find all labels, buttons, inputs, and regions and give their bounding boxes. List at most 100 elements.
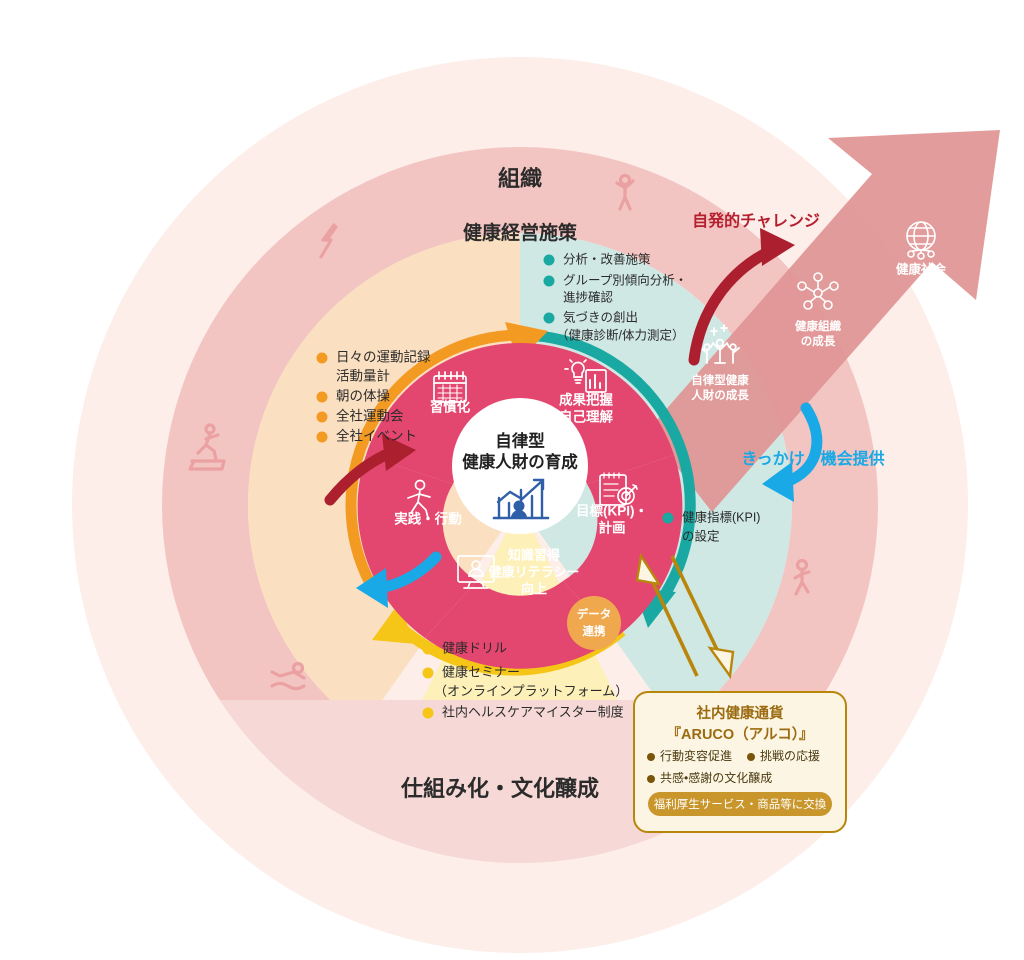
- wheel-arc-orange: [345, 329, 521, 588]
- milestone-org-growth-line2: の成長: [801, 334, 836, 348]
- bullet-dot: [747, 753, 755, 761]
- aruco-arrow-down: [670, 555, 724, 661]
- bullet-text: 全社運動会: [336, 408, 404, 424]
- target-checklist-icon: [599, 472, 638, 506]
- bullet-dot: [543, 312, 555, 324]
- milestone-healthy-society: 健康社会: [896, 221, 947, 276]
- bullet-text: 分析・改善施策: [563, 251, 651, 266]
- wheel-arc-teal: [519, 329, 696, 610]
- swimmer-icon: [270, 661, 306, 691]
- bullet-text: 健康ドリル: [442, 640, 507, 655]
- bullet-dot: [316, 431, 328, 443]
- data-linkage-line2: 連携: [583, 624, 606, 638]
- idea-chart-icon: [564, 359, 607, 393]
- wheel-segment-kpi-plan: [563, 455, 683, 638]
- center-title-line1: 自律型: [495, 430, 545, 450]
- opportunity-arrow-head: [762, 462, 794, 502]
- bullet-text: グループ別傾向分析・: [563, 272, 687, 287]
- challenge-annotation: 自発的チャレンジ: [692, 211, 820, 230]
- data-linkage-badge: データ 連携: [567, 596, 621, 650]
- policy-ring-label: 健康経営施策: [463, 221, 578, 244]
- bullet-dot: [422, 667, 434, 679]
- wheel-arrow-yellow-head: [372, 604, 416, 644]
- background-icons: [188, 173, 811, 691]
- bullet-dot: [662, 512, 674, 524]
- bullet-text: 健康セミナー: [442, 664, 520, 679]
- growth-chart-person-icon: [492, 478, 550, 520]
- bullet-group-analysis-measures: 分析・改善施策 グループ別傾向分析・ 進捗確認 気づきの創出 （健康診断/体力測…: [543, 251, 687, 342]
- practice-outbound-arrow-head: [356, 568, 388, 608]
- data-linkage-line1: データ: [577, 607, 612, 621]
- calendar-icon: [433, 371, 467, 403]
- bullet-text: の設定: [682, 528, 720, 543]
- milestone-org-growth: 健康組織 の成長: [795, 272, 841, 348]
- treadmill-icon: [188, 423, 226, 471]
- aruco-title-line1: 社内健康通貨: [696, 704, 784, 722]
- bullet-text: （健康診断/体力測定）: [556, 327, 684, 342]
- annotation-arrows: [324, 228, 823, 608]
- aruco-bullet-3: 共感•感謝の文化醸成: [660, 770, 772, 785]
- milestone-talent-growth: 自律型健康 人財の成長: [691, 324, 749, 402]
- aruco-exchange-arrows: [635, 552, 735, 680]
- bullet-dot: [647, 753, 655, 761]
- bullet-dot: [316, 391, 328, 403]
- milestone-talent-growth-line2: 人財の成長: [691, 388, 749, 402]
- center-title-line2: 健康人財の育成: [462, 451, 578, 471]
- bullet-dot: [422, 643, 434, 655]
- aruco-footer-pill[interactable]: [648, 792, 832, 816]
- bullet-text: 健康指標(KPI): [682, 509, 760, 524]
- bullet-group-kpi-measures: 健康指標(KPI) の設定: [662, 509, 760, 543]
- wheel-label-knowledge-1: 知識習得: [508, 547, 560, 562]
- aruco-arrow-up: [646, 571, 699, 677]
- bullet-dot: [647, 775, 655, 783]
- center-circle: [452, 398, 588, 534]
- opportunity-arrow: [780, 402, 823, 488]
- bullet-text: 社内ヘルスケアマイスター制度: [442, 704, 624, 719]
- bullet-dot: [422, 707, 434, 719]
- milestone-org-growth-line1: 健康組織: [795, 319, 841, 333]
- challenge-arrow-head: [760, 228, 795, 266]
- opportunity-annotation: きっかけ・機会提供: [741, 449, 884, 468]
- wheel-segment-knowledge: [425, 581, 615, 669]
- wheel-segment-labels: 習慣化 成果把握 自己理解 目標(KPI)・ 計画 知識習得 健康リテラシー 向…: [394, 392, 648, 597]
- bullet-group-exercise-measures: 日々の運動記録 活動量計 朝の体操 全社運動会 全社イベント: [316, 349, 431, 444]
- wheel-label-kpi-2: 計画: [599, 520, 626, 536]
- aruco-bullet-1: 行動変容促進: [660, 748, 732, 763]
- bullet-text: 活動量計: [336, 369, 390, 384]
- bullet-text: 全社イベント: [336, 428, 417, 444]
- culture-ring-label: 仕組み化・文化醸成: [400, 776, 599, 801]
- milestone-healthy-society-label: 健康社会: [896, 261, 947, 276]
- bullet-dot: [543, 275, 555, 287]
- aruco-box[interactable]: 社内健康通貨 『ARUCO（アルコ）』 行動変容促進 挑戦の応援 共感•感謝の文…: [633, 691, 847, 833]
- walking-person-icon: [407, 479, 431, 519]
- wheel-label-result-grasp-2: 自己理解: [559, 409, 613, 425]
- bullet-text: 日々の運動記録: [336, 349, 431, 365]
- growth-milestones: 自律型健康 人財の成長 健康組織 の成長: [691, 221, 947, 402]
- wheel-label-knowledge-2: 健康リテラシー: [489, 564, 580, 579]
- organization-ring-label: 組織: [498, 166, 542, 191]
- wheel-segment-result-grasp: [520, 343, 674, 484]
- core-wheel: 習慣化 成果把握 自己理解 目標(KPI)・ 計画 知識習得 健康リテラシー 向…: [345, 322, 696, 676]
- bullet-text: （オンラインプラットフォーム）: [434, 683, 628, 698]
- challenge-arrow: [688, 244, 778, 366]
- bullet-text: 進捗確認: [563, 289, 614, 304]
- aruco-footer-label: 福利厚生サービス・商品等に交換: [654, 797, 827, 811]
- elearning-monitor-icon: [457, 555, 495, 589]
- aruco-title-line2: 『ARUCO（アルコ）』: [667, 725, 814, 743]
- wheel-label-habituation: 習慣化: [430, 399, 471, 415]
- bullet-dot: [316, 411, 328, 423]
- practice-inbound-arrow-head: [382, 434, 416, 471]
- wheel-label-practice: 実践・行動: [394, 511, 462, 527]
- aruco-bullet-2: 挑戦の応援: [760, 749, 820, 763]
- wheel-segment-icons: [407, 359, 638, 589]
- wheel-segments: [357, 343, 683, 669]
- wheel-label-result-grasp-1: 成果把握: [559, 392, 613, 408]
- aruco-arrow-down-head: [707, 646, 735, 680]
- bullet-text: 朝の体操: [336, 389, 390, 404]
- milestone-talent-growth-line1: 自律型健康: [691, 373, 749, 387]
- stretching-person-icon: [615, 173, 635, 211]
- wheel-label-kpi-1: 目標(KPI)・: [576, 503, 648, 519]
- bullet-dot: [543, 254, 555, 266]
